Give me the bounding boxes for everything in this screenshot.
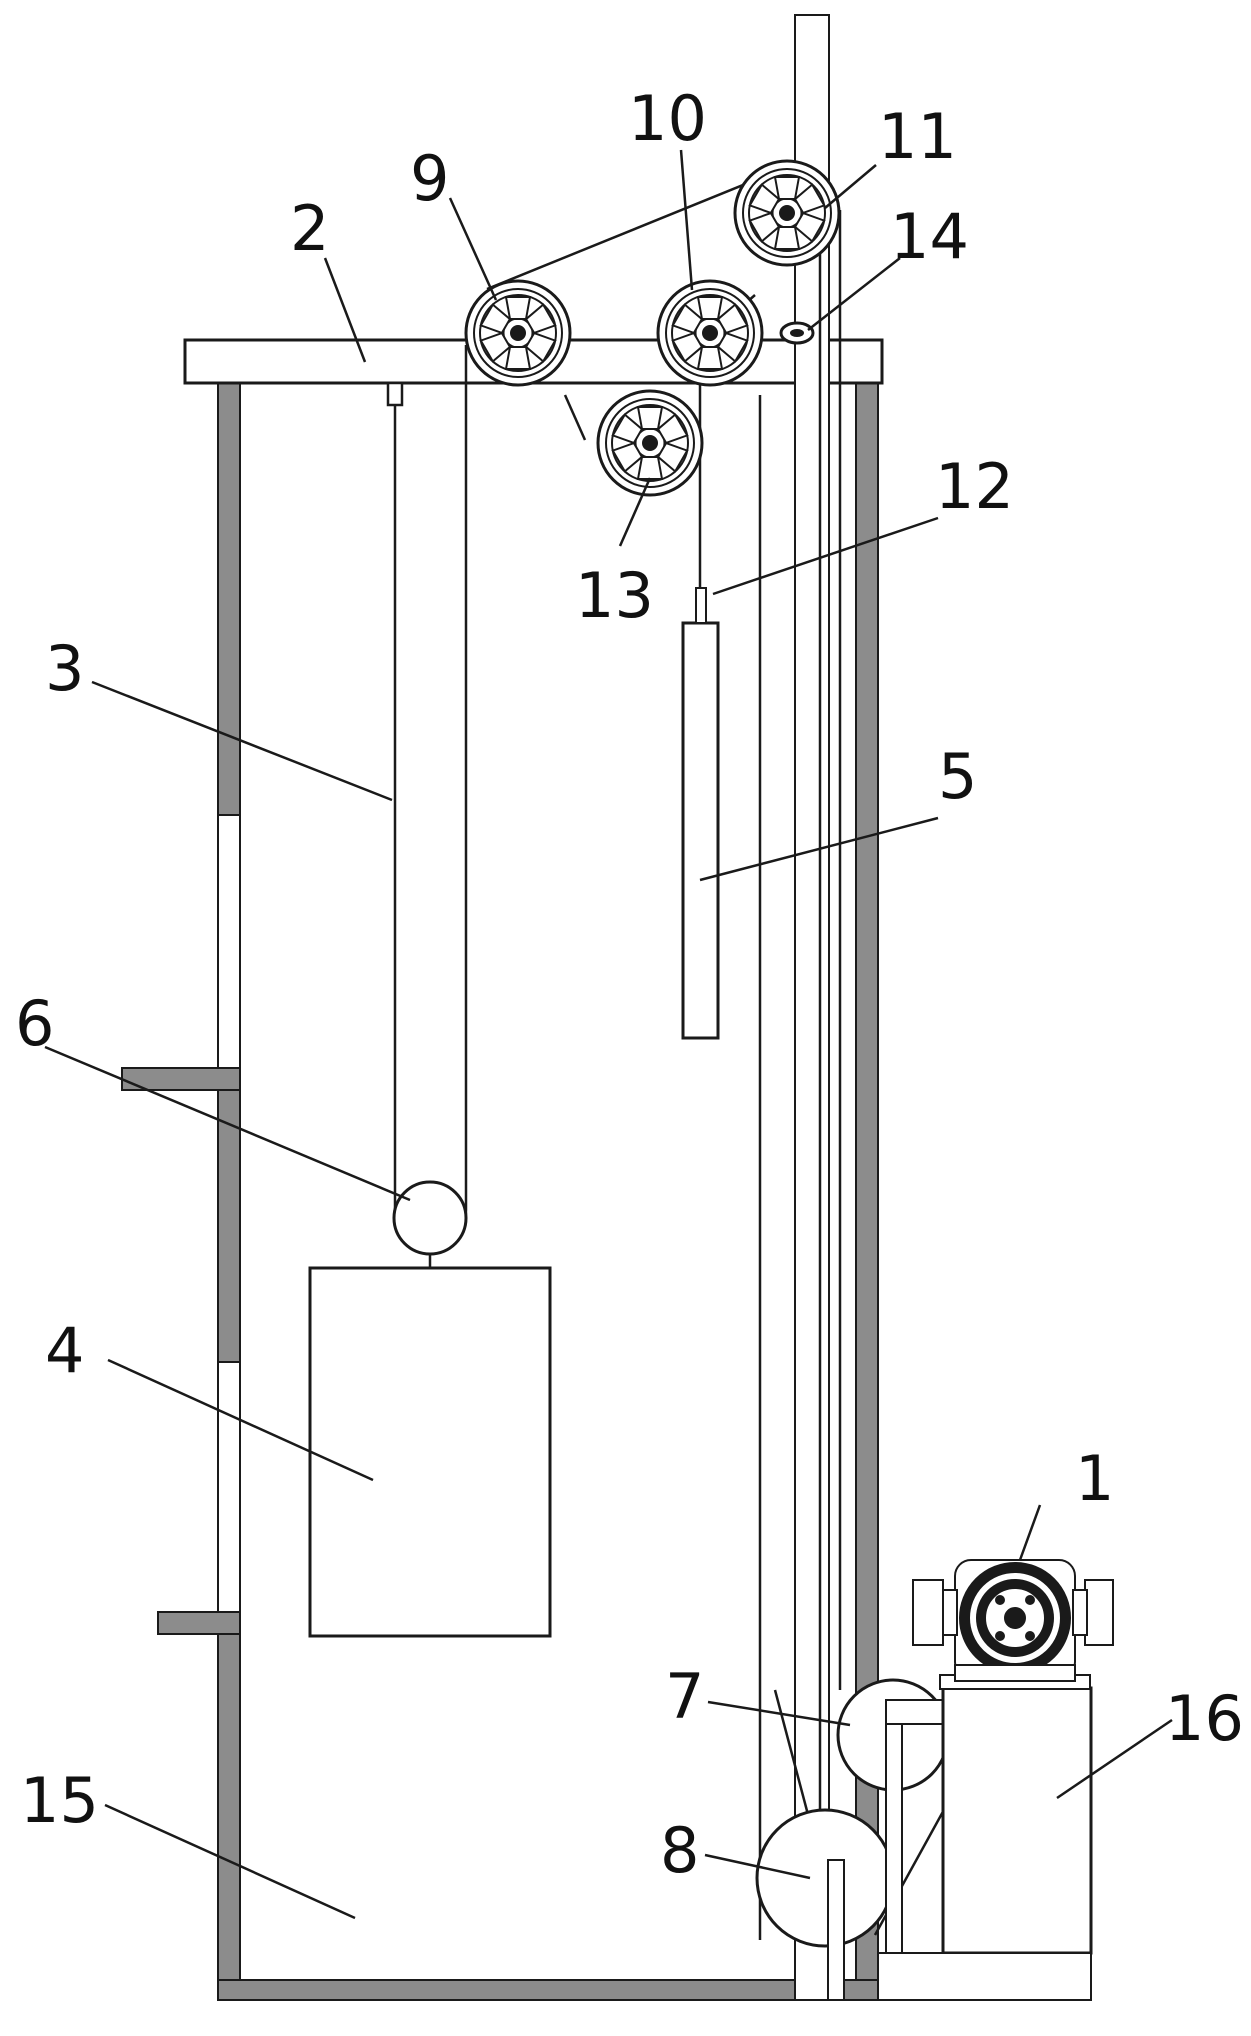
door-opening-upper: [217, 814, 241, 1069]
label-3: 3: [45, 632, 84, 705]
label-11: 11: [878, 100, 957, 173]
label-10: 10: [628, 82, 707, 155]
machine-base: [941, 1686, 1093, 1955]
pulley-10: [656, 279, 764, 387]
label-9: 9: [410, 142, 449, 215]
door-opening-lower: [217, 1361, 241, 1613]
label-6: 6: [15, 987, 54, 1060]
label-16: 16: [1165, 1682, 1244, 1755]
label-15: 15: [20, 1764, 99, 1837]
label-14: 14: [890, 200, 969, 273]
floor-slab-lower: [157, 1611, 241, 1635]
counterweight: [681, 621, 720, 1040]
pulley-11: [733, 159, 841, 267]
guide-rail: [794, 14, 830, 2001]
left-wall-lower: [217, 1624, 241, 2001]
label-12: 12: [935, 450, 1014, 523]
label-13: 13: [575, 559, 654, 632]
sheave-8: [755, 1808, 895, 1948]
label-1: 1: [1075, 1442, 1114, 1515]
door-openings: [217, 814, 241, 1613]
left-wall-upper: [217, 382, 241, 816]
traction-machine: [912, 1559, 1114, 1682]
rope-hitch-inner: [790, 329, 804, 337]
pulley-9: [464, 279, 572, 387]
label-4: 4: [45, 1314, 84, 1387]
label-7: 7: [665, 1660, 704, 1733]
label-2: 2: [290, 192, 329, 265]
pit-floor: [217, 1979, 879, 2001]
left-wall-middle: [217, 1074, 241, 1363]
shaft-walls: [121, 382, 879, 2001]
machine-footing: [877, 1952, 1092, 2001]
label-8: 8: [660, 1814, 699, 1887]
reference-labels: 2 9 10 11 14 12 13 3 5 6 4 1 7 16 15 8: [15, 82, 1244, 1887]
elevator-car: [308, 1266, 552, 1638]
post-a: [827, 1859, 845, 2001]
label-5: 5: [938, 740, 977, 813]
leader-lines: [44, 149, 1173, 1920]
car-sheave: [392, 1180, 468, 1256]
rope-attachment: [695, 587, 707, 624]
